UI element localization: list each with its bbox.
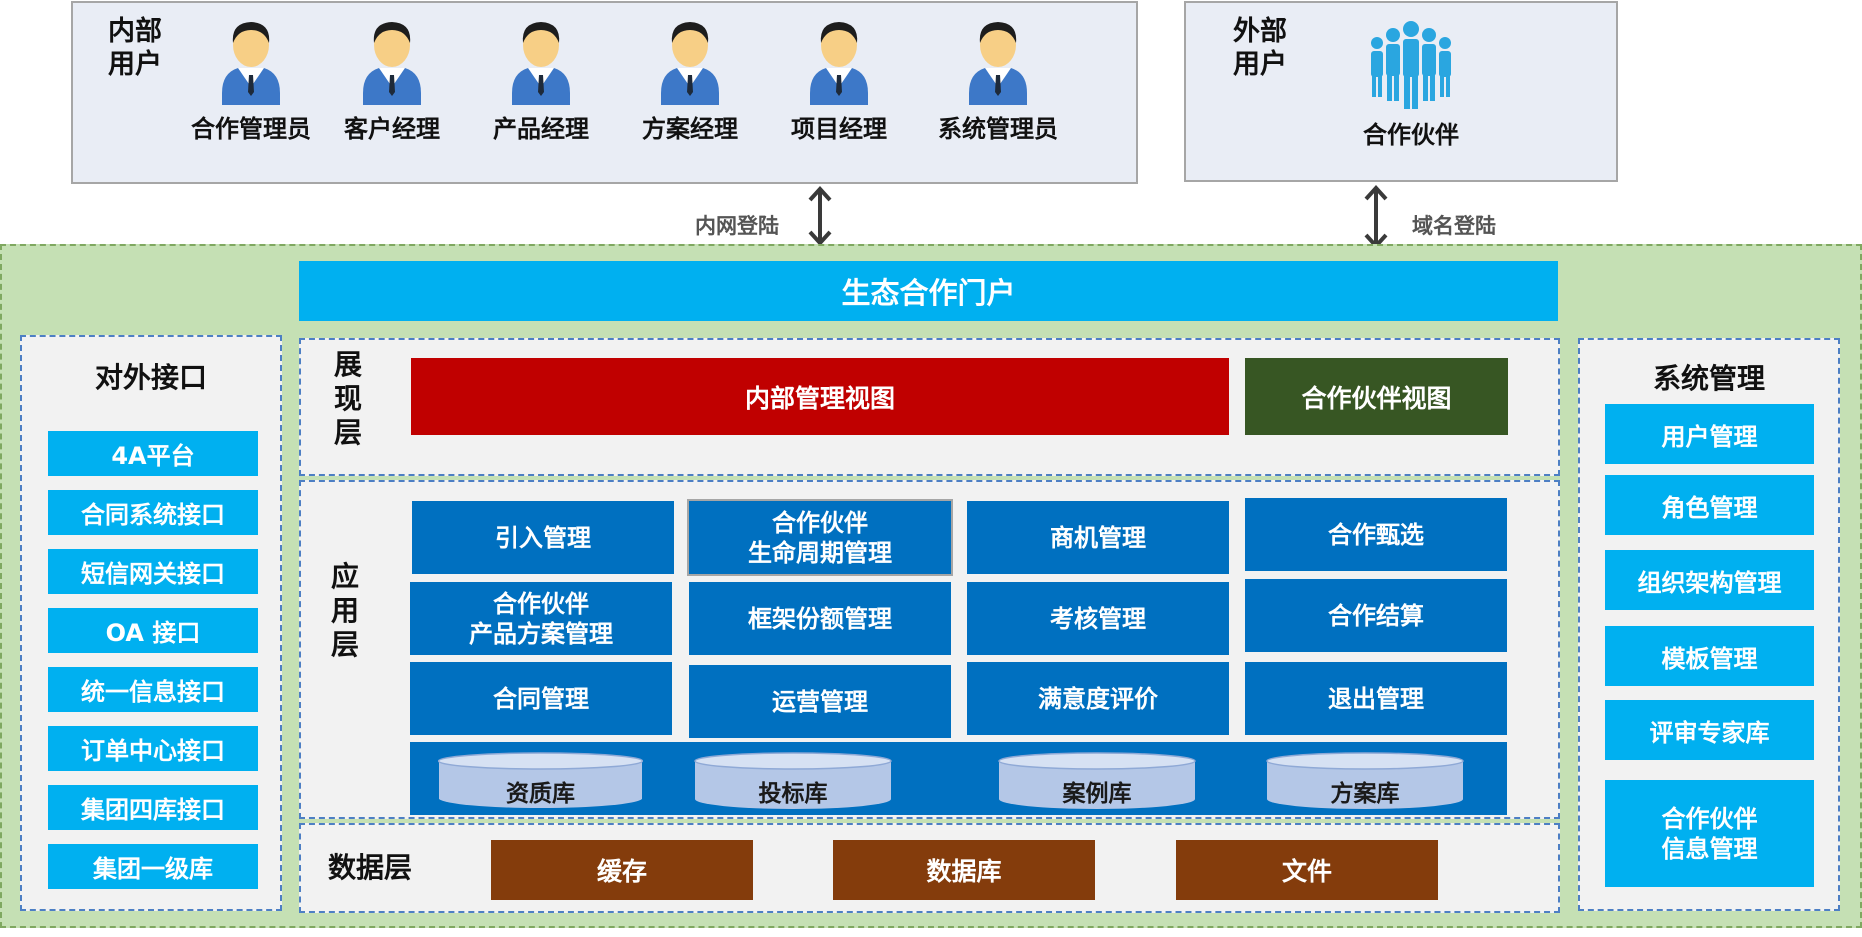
role-label: 项目经理	[791, 115, 887, 143]
interface-item: 集团一级库	[48, 844, 258, 889]
module-settlement: 合作结算	[1245, 579, 1507, 652]
interface-item: 短信网关接口	[48, 549, 258, 594]
data-item-file: 文件	[1176, 840, 1438, 900]
module-assessment: 考核管理	[967, 582, 1229, 655]
external-users-box: 外部 用户 合作伙伴	[1184, 1, 1618, 182]
person-with-tie-icon	[216, 13, 286, 105]
module-opportunity: 商机管理	[967, 501, 1229, 574]
user-item-2: 客户经理	[322, 13, 462, 144]
person-with-tie-icon	[963, 13, 1033, 105]
sysmgmt-item: 用户管理	[1605, 404, 1814, 464]
internal-management-view: 内部管理视图	[411, 358, 1229, 435]
sysmgmt-item: 角色管理	[1605, 475, 1814, 535]
external-users-title: 外部 用户	[1233, 16, 1287, 80]
user-item-5: 项目经理	[769, 13, 909, 144]
user-item-3: 产品经理	[471, 13, 611, 144]
module-partner-lifecycle: 合作伙伴 生命周期管理	[687, 499, 953, 576]
role-label: 方案经理	[642, 115, 738, 143]
partner-view: 合作伙伴视图	[1245, 358, 1508, 435]
role-label: 产品经理	[493, 115, 589, 143]
internal-users-box: 内部 用户 合作管理员 客户经理 产品经理 方案经理 项目经理 系统管理员	[71, 1, 1138, 184]
module-intro: 引入管理	[412, 501, 674, 574]
domain-double-arrow-icon	[1364, 185, 1388, 249]
person-with-tie-icon	[655, 13, 725, 105]
module-framework-share: 框架份额管理	[689, 582, 951, 655]
interface-item: 订单中心接口	[48, 726, 258, 771]
repository-cases: 案例库	[998, 752, 1196, 810]
repository-label: 投标库	[758, 781, 828, 807]
module-operations: 运营管理	[689, 665, 951, 738]
sysmgmt-item: 模板管理	[1605, 626, 1814, 686]
repository-label: 资质库	[506, 781, 575, 807]
user-item-4: 方案经理	[620, 13, 760, 144]
repository-label: 案例库	[1062, 781, 1132, 807]
sysmgmt-item: 评审专家库	[1605, 700, 1814, 760]
user-item-1: 合作管理员	[181, 13, 321, 144]
partner-label: 合作伙伴	[1363, 121, 1459, 149]
interface-item: 集团四库接口	[48, 785, 258, 830]
sysmgmt-item: 合作伙伴 信息管理	[1605, 780, 1814, 887]
user-item-6: 系统管理员	[918, 13, 1078, 144]
person-with-tie-icon	[506, 13, 576, 105]
role-label: 系统管理员	[938, 115, 1058, 143]
module-contract: 合同管理	[410, 662, 672, 735]
person-with-tie-icon	[357, 13, 427, 105]
repository-qualification: 资质库	[438, 752, 643, 810]
module-selection: 合作甄选	[1245, 498, 1507, 571]
interface-item: OA 接口	[48, 608, 258, 653]
module-exit: 退出管理	[1245, 662, 1507, 735]
data-layer-label: 数据层	[328, 851, 413, 884]
partner-item: 合作伙伴	[1346, 21, 1476, 150]
external-interfaces-title: 对外接口	[94, 361, 207, 394]
presentation-layer-label: 展 现 层	[333, 348, 362, 449]
system-management-title: 系统管理	[1652, 362, 1765, 395]
repository-label: 方案库	[1330, 781, 1400, 807]
application-layer-label: 应 用 层	[330, 560, 359, 661]
module-satisfaction: 满意度评价	[967, 662, 1229, 735]
database-cylinder-icon	[694, 752, 892, 809]
repository-solutions: 方案库	[1266, 752, 1464, 810]
database-cylinder-icon	[998, 752, 1196, 809]
role-label: 客户经理	[344, 115, 440, 143]
repository-bidding: 投标库	[694, 752, 892, 810]
interface-item: 统一信息接口	[48, 667, 258, 712]
internal-users-title: 内部 用户	[108, 16, 162, 80]
portal-bar: 生态合作门户	[299, 261, 1558, 321]
database-cylinder-icon	[438, 752, 643, 809]
sysmgmt-item: 组织架构管理	[1605, 550, 1814, 610]
intranet-double-arrow-icon	[808, 186, 832, 246]
interface-item: 合同系统接口	[48, 490, 258, 535]
intranet-login-label: 内网登陆	[695, 214, 779, 238]
data-item-cache: 缓存	[491, 840, 753, 900]
data-item-database: 数据库	[833, 840, 1095, 900]
module-product-solution: 合作伙伴 产品方案管理	[410, 582, 672, 655]
group-people-icon	[1371, 21, 1451, 109]
interface-item: 4A平台	[48, 431, 258, 476]
person-with-tie-icon	[804, 13, 874, 105]
role-label: 合作管理员	[191, 115, 311, 143]
domain-login-label: 域名登陆	[1412, 214, 1496, 238]
database-cylinder-icon	[1266, 752, 1464, 809]
